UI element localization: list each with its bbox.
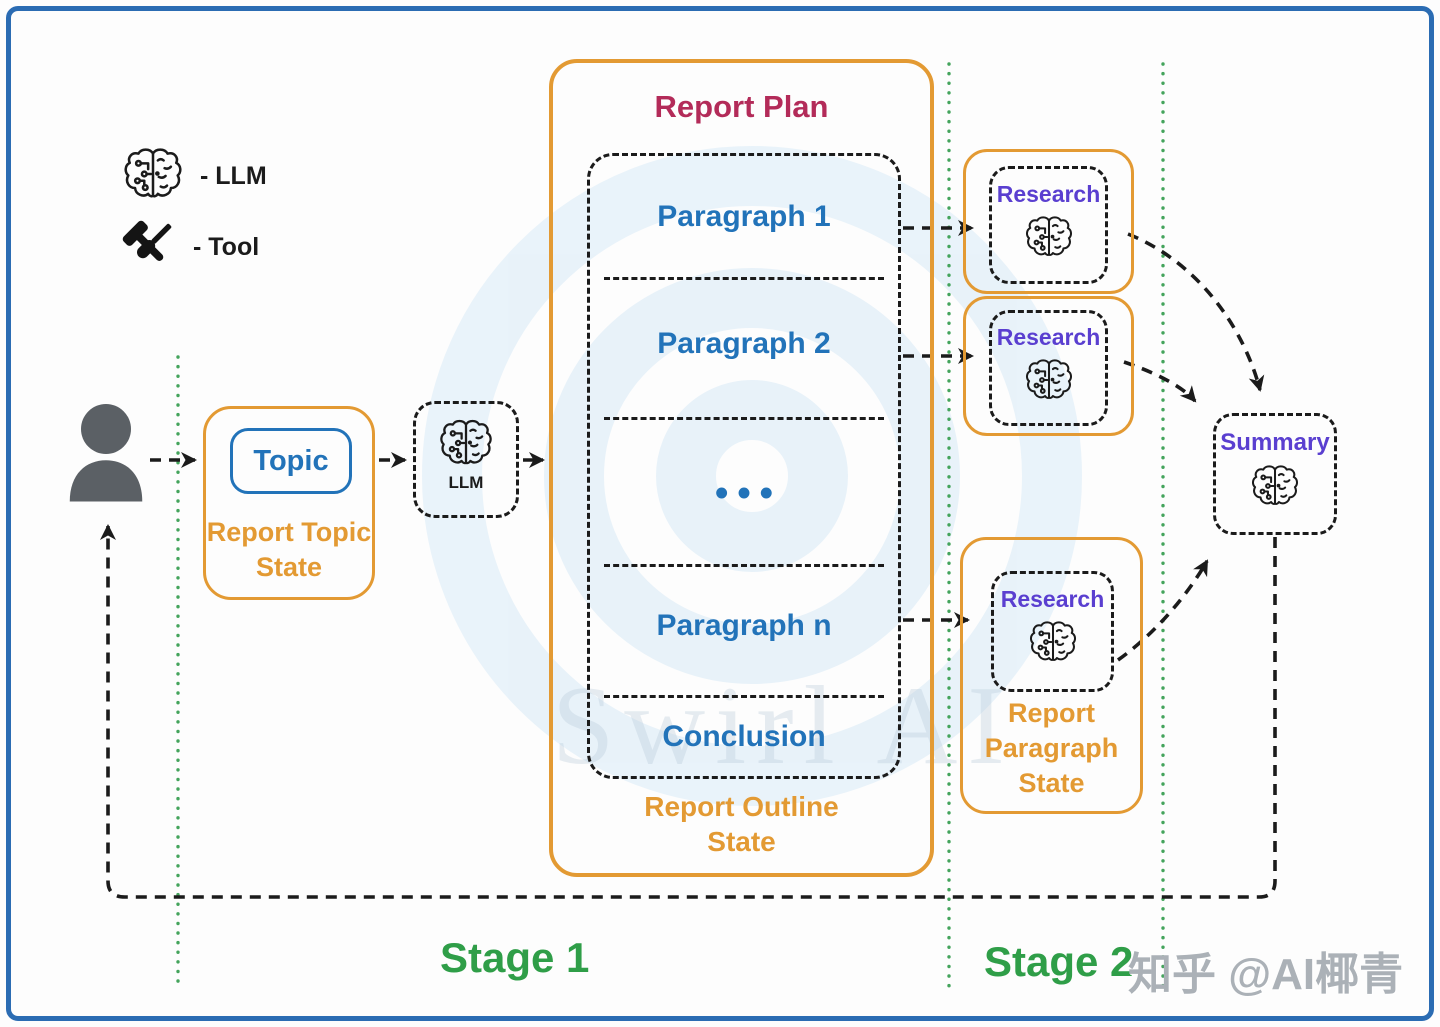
research-label: Research [996, 324, 1101, 350]
report-plan-box: Report Plan Paragraph 1 Paragraph 2 ••• … [549, 59, 934, 877]
llm-brain-icon [438, 415, 494, 471]
research-brain-icon [1028, 617, 1078, 667]
report-paragraph-state-box: Research Report Paragraph State [960, 537, 1143, 814]
legend-tool-icon [122, 217, 180, 275]
topic-box: Topic [230, 428, 352, 494]
stage1-label: Stage 1 [440, 934, 590, 981]
topic-label: Topic [253, 444, 329, 477]
arrow-research2-to-summary [1123, 360, 1197, 403]
research-brain-icon [1024, 355, 1074, 405]
summary-brain-icon [1250, 461, 1300, 511]
outline-item-paragraph-n: Paragraph n [656, 609, 832, 642]
llm-node-label: LLM [448, 473, 484, 492]
research-label: Research [1000, 586, 1105, 612]
research-node-2: Research [989, 310, 1108, 426]
arrow-research1-to-summary [1127, 232, 1265, 392]
report-topic-state-box: Topic Report Topic State [203, 406, 375, 600]
stage2-label: Stage 2 [984, 938, 1134, 985]
outline-item-conclusion: Conclusion [662, 720, 826, 753]
legend-llm-brain-icon [122, 143, 184, 205]
outline-item-paragraph-2: Paragraph 2 [657, 327, 831, 360]
user-icon [66, 404, 146, 504]
outline-divider [604, 564, 884, 567]
legend-tool-label: - Tool [193, 233, 260, 261]
summary-node-box: Summary [1213, 413, 1337, 535]
research-node-1: Research [989, 166, 1108, 284]
research-brain-icon [1024, 212, 1074, 262]
brand-watermark: 知乎 @AI椰青 [1128, 950, 1404, 999]
llm-node-box: LLM [413, 401, 519, 518]
outline-divider [604, 417, 884, 420]
research-label: Research [996, 181, 1101, 207]
report-outline-box: Paragraph 1 Paragraph 2 ••• Paragraph n … [587, 153, 901, 779]
research-box-1: Research [963, 149, 1134, 294]
outline-divider [604, 695, 884, 698]
report-topic-state-label: Report Topic State [206, 517, 372, 582]
research-box-2: Research [963, 296, 1134, 436]
summary-label: Summary [1220, 429, 1330, 456]
outline-divider [604, 277, 884, 280]
report-paragraph-state-label: Report Paragraph State [984, 698, 1119, 798]
outline-item-ellipsis: ••• [715, 472, 782, 515]
outline-item-paragraph-1: Paragraph 1 [657, 200, 831, 233]
research-node-3: Research [991, 571, 1114, 692]
legend-llm-label: - LLM [200, 162, 267, 190]
report-plan-title: Report Plan [654, 89, 829, 124]
report-outline-state-label: Report Outline State [644, 791, 839, 857]
